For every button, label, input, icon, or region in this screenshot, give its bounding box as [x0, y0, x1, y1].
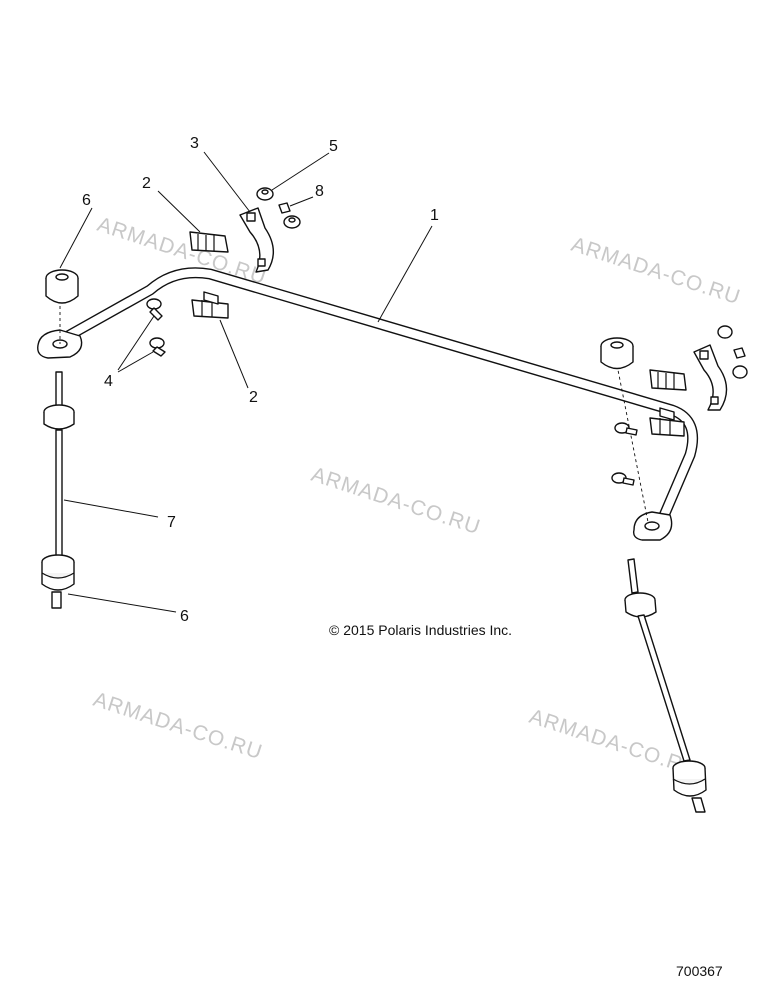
callout-7: 7 — [167, 514, 176, 531]
nut-right — [717, 325, 748, 379]
bolt-upper-left — [146, 298, 163, 321]
callout-2-upper: 2 — [142, 175, 151, 192]
callout-6-upper: 6 — [82, 192, 91, 209]
callout-3: 3 — [190, 135, 199, 152]
leader-lines — [59, 151, 433, 613]
link-rod-right — [624, 558, 707, 813]
callout-6-lower: 6 — [180, 608, 189, 625]
bar-bushing-lower-right — [649, 407, 685, 437]
nut-left — [256, 187, 301, 229]
bar-bushing-upper-left — [189, 231, 229, 253]
watermark: ARMADA-CO.RU — [308, 463, 483, 539]
copyright-text: © 2015 Polaris Industries Inc. — [329, 622, 512, 638]
bolt-upper-right — [614, 422, 638, 436]
bushing-right — [600, 337, 634, 370]
stabilizer-bar — [37, 267, 699, 541]
clamp-bracket-right — [693, 344, 728, 411]
clamp-bracket-left — [239, 207, 274, 273]
watermarks: ARMADA-CO.RU ARMADA-CO.RU ARMADA-CO.RU A… — [90, 213, 743, 781]
diagram-code: 700367 — [676, 963, 723, 979]
link-rod-left — [41, 371, 75, 609]
callout-2-lower: 2 — [249, 389, 258, 406]
fitting-right — [733, 347, 746, 359]
watermark: ARMADA-CO.RU — [90, 688, 265, 764]
fitting-left — [278, 202, 291, 214]
bar-bushing-lower-left — [191, 291, 229, 319]
bushing-left — [45, 269, 79, 304]
callout-4: 4 — [104, 373, 113, 390]
bar-bushing-upper-right — [649, 369, 687, 391]
callout-8: 8 — [315, 183, 324, 200]
watermark: ARMADA-CO.RU — [568, 233, 743, 309]
callout-1: 1 — [430, 207, 439, 224]
bolt-lower-left — [149, 337, 166, 357]
bolt-lower-right — [611, 472, 635, 486]
callout-5: 5 — [329, 138, 338, 155]
